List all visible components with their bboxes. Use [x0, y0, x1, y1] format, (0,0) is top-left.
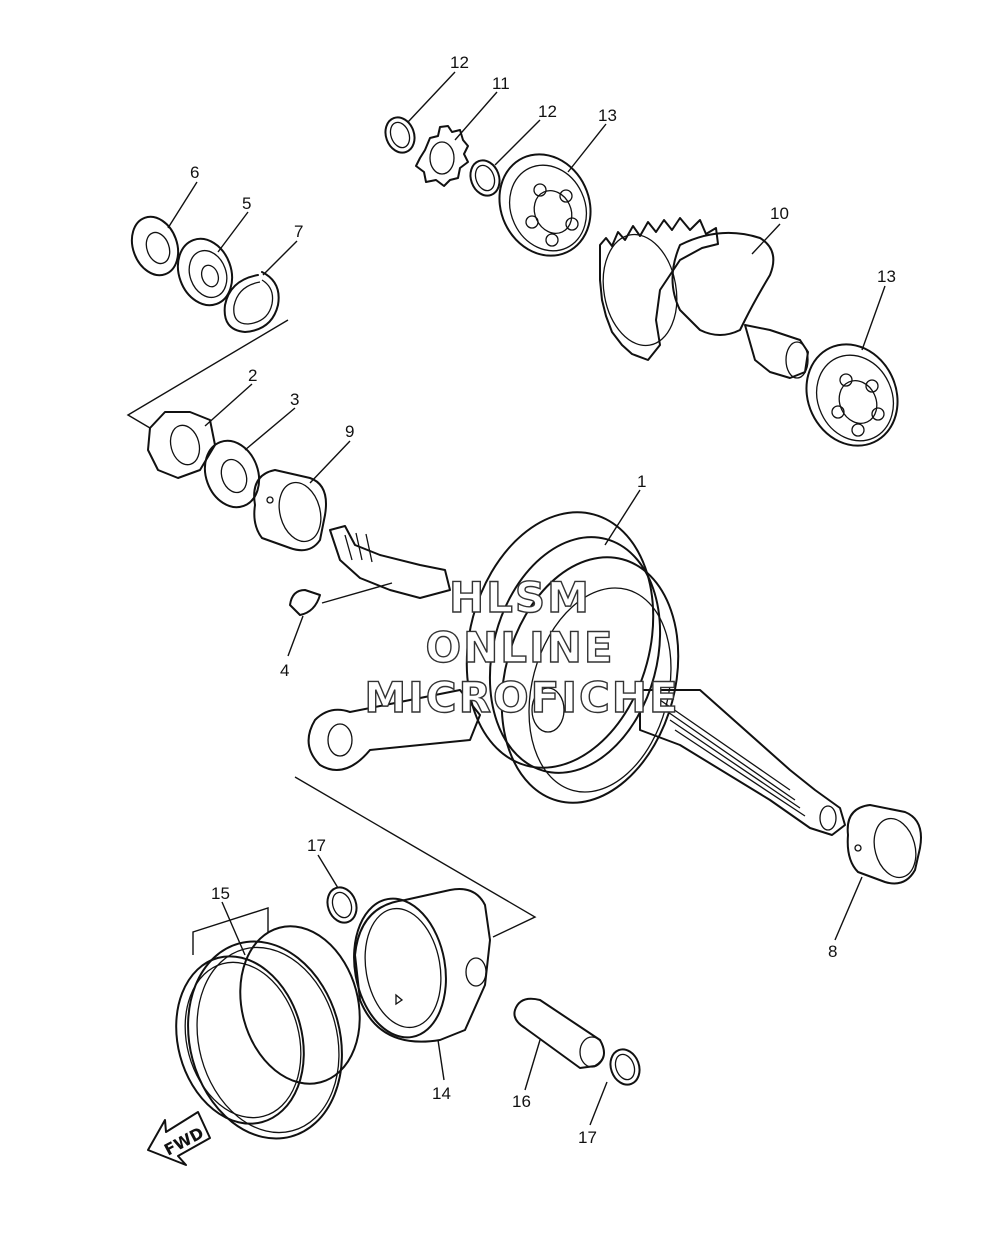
circlip-17-lower	[609, 1048, 641, 1086]
fwd-direction-arrow: FWD	[147, 1111, 211, 1166]
piston-pin-16	[513, 997, 605, 1069]
key-leader	[321, 582, 393, 604]
balancer-shaft-10	[599, 217, 809, 379]
watermark-line-2: ONLINE	[425, 623, 614, 672]
callout-17-lower: 17	[578, 1128, 597, 1147]
watermark-line-3: MICROFICHE	[364, 673, 679, 722]
callout-numbers: 1 2 3 4 5 6 7 8 9 10 11 12 12 13 13 14 1…	[190, 53, 896, 1147]
watermark-line-1: HLSM	[449, 573, 591, 622]
callout-7: 7	[294, 222, 303, 241]
sprocket-11	[415, 125, 469, 187]
circlip-12-lower	[469, 159, 501, 197]
circlip-12-upper	[384, 116, 416, 154]
callout-13-upper: 13	[598, 106, 617, 125]
piston-14	[353, 888, 491, 1043]
assembly-bracket-piston	[294, 776, 537, 938]
callout-12-upper: 12	[450, 53, 469, 72]
woodruff-key-4	[289, 589, 321, 616]
crankshaft-1	[307, 511, 846, 836]
callout-9: 9	[345, 422, 354, 441]
callout-2: 2	[248, 366, 257, 385]
callout-3: 3	[290, 390, 299, 409]
callout-16: 16	[512, 1092, 531, 1111]
bearing-13-upper	[498, 153, 592, 257]
washer-3	[203, 439, 261, 509]
bearing-13-lower	[805, 343, 899, 447]
bearing-5	[176, 237, 234, 307]
assembly-bracket-left	[126, 319, 289, 429]
callout-17-upper: 17	[307, 836, 326, 855]
callout-1: 1	[637, 472, 646, 491]
collar-9	[253, 469, 327, 552]
circlip-17-upper	[326, 886, 358, 924]
bearing-8	[846, 804, 922, 885]
fwd-label: FWD	[161, 1123, 207, 1159]
callout-13-lower: 13	[877, 267, 896, 286]
callout-10: 10	[770, 204, 789, 223]
callout-8: 8	[828, 942, 837, 961]
callout-4: 4	[280, 661, 289, 680]
callout-5: 5	[242, 194, 251, 213]
callout-15: 15	[211, 884, 230, 903]
callout-11: 11	[492, 74, 510, 93]
watermark: HLSM ONLINE MICROFICHE	[364, 572, 679, 722]
callout-14: 14	[432, 1084, 451, 1103]
piston-rings-15	[175, 925, 361, 1140]
callout-12-lower: 12	[538, 102, 557, 121]
circlip-7	[223, 271, 280, 333]
callout-leaders	[167, 71, 886, 1126]
oil-seal-6	[130, 215, 180, 277]
callout-6: 6	[190, 163, 199, 182]
